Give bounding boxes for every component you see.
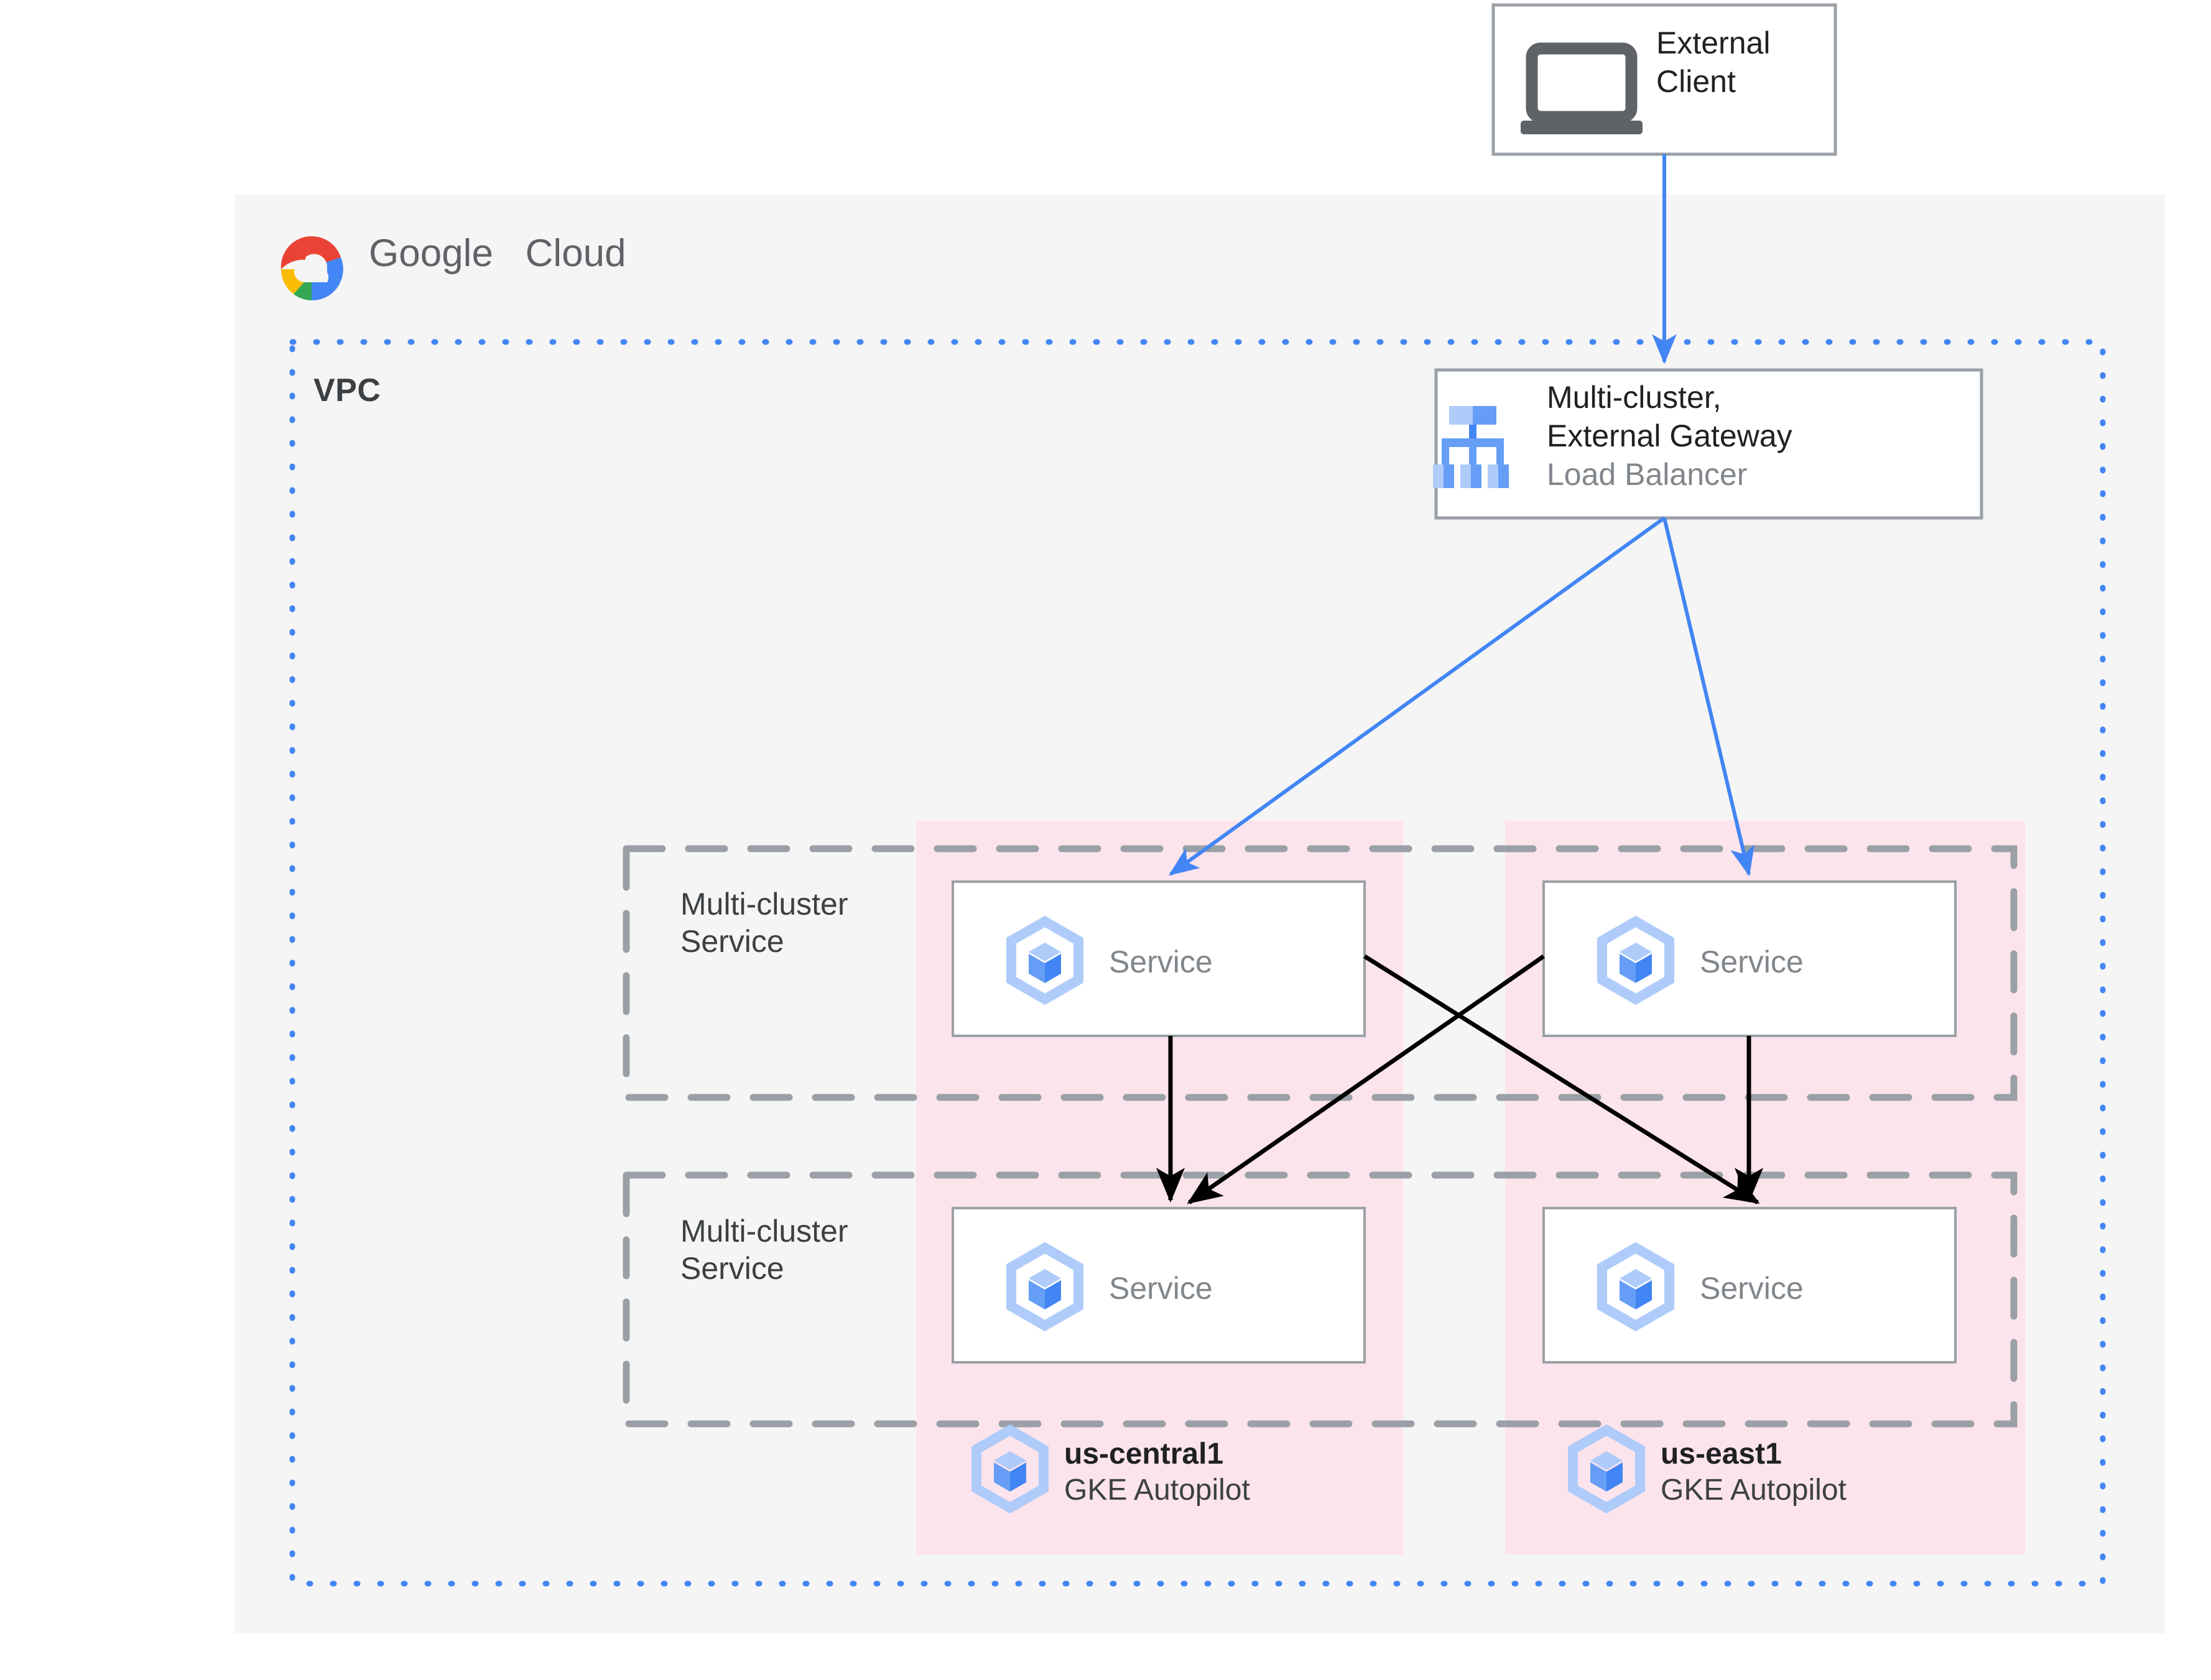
load-balancer-icon: [1433, 406, 1509, 488]
connector-lb-to-svc-top-central: [1169, 516, 1666, 876]
gke-service-icon: [1597, 1242, 1674, 1332]
load-balancer-title: Multi-cluster, External Gateway Load Bal…: [1547, 378, 1792, 494]
brand-cloud: Cloud: [525, 232, 626, 275]
service-label-top-east: Service: [1700, 944, 1804, 979]
google-cloud-logo-icon: [280, 236, 343, 301]
cluster-legend-us-east1: us-east1 GKE Autopilot: [1661, 1436, 1847, 1508]
cluster-type: GKE Autopilot: [1661, 1474, 1847, 1507]
gke-cluster-icon: [1568, 1424, 1645, 1514]
service-label-bottom-central: Service: [1109, 1271, 1213, 1306]
vpc-boundary: [289, 339, 2106, 1587]
service-box-top-central: [952, 880, 1366, 1037]
brand-google: Google: [369, 232, 493, 275]
service-box-bottom-central: [952, 1207, 1366, 1364]
cluster-name: us-central1: [1064, 1438, 1224, 1470]
connector-east-to-central: [1187, 954, 1545, 1204]
gke-service-icon: [1006, 915, 1083, 1005]
service-label-top-central: Service: [1109, 944, 1213, 979]
cluster-type: GKE Autopilot: [1064, 1474, 1250, 1507]
service-box-top-east: [1542, 880, 1957, 1037]
connector-lb-to-svc-top-east: [1662, 517, 1755, 877]
external-client-label: External Client: [1656, 25, 1771, 99]
cluster-legend-us-central1: us-central1 GKE Autopilot: [1064, 1436, 1250, 1508]
laptop-icon: [1521, 42, 1643, 134]
connector-central-to-east: [1363, 954, 1760, 1204]
multicluster-service-box-bottom: [623, 1171, 2018, 1428]
gke-service-icon: [1597, 915, 1674, 1005]
gke-service-icon: [1006, 1242, 1083, 1332]
cluster-name: us-east1: [1661, 1438, 1782, 1470]
multicluster-service-label-bottom: Multi-cluster Service: [680, 1214, 848, 1286]
service-box-bottom-east: [1542, 1207, 1957, 1364]
multicluster-service-box-top: [623, 845, 2018, 1101]
load-balancer-subtitle: Load Balancer: [1547, 457, 1748, 492]
service-label-bottom-east: Service: [1700, 1271, 1804, 1306]
multicluster-service-label-top: Multi-cluster Service: [680, 887, 848, 959]
load-balancer-box: [1434, 368, 1983, 520]
google-cloud-wordmark: Google Cloud: [369, 231, 626, 275]
vpc-label: VPC: [313, 372, 381, 408]
gke-cluster-icon: [971, 1424, 1049, 1514]
